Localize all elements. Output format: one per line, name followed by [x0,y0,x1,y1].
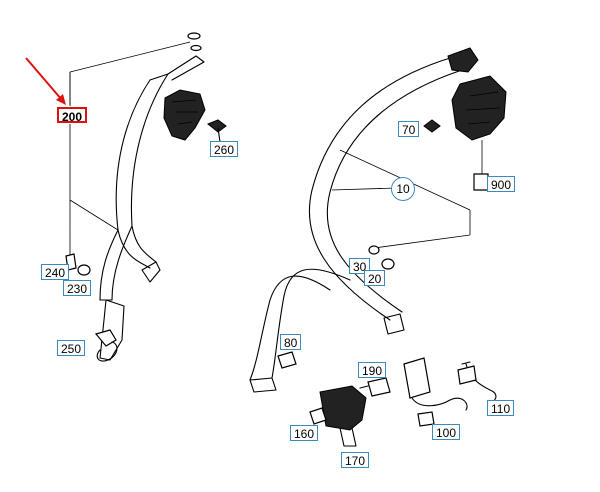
callout-250[interactable]: 250 [57,340,86,356]
callout-190[interactable]: 190 [358,362,387,378]
callout-240[interactable]: 240 [41,264,70,280]
callout-20[interactable]: 20 [364,270,386,286]
callout-80[interactable]: 80 [280,334,302,350]
callout-260[interactable]: 260 [210,141,239,157]
left-belt-assembly [65,32,227,362]
callout-170[interactable]: 170 [341,452,370,468]
right-belt-assembly [249,47,507,447]
callout-900[interactable]: 900 [487,176,516,192]
callout-230[interactable]: 230 [63,280,92,296]
callout-10[interactable]: 10 [391,177,415,201]
highlight-arrow [25,57,66,105]
callout-160[interactable]: 160 [290,425,319,441]
callout-200[interactable]: 200 [57,107,88,124]
callout-110[interactable]: 110 [487,400,515,416]
callout-100[interactable]: 100 [432,424,461,440]
callout-70[interactable]: 70 [398,121,420,137]
